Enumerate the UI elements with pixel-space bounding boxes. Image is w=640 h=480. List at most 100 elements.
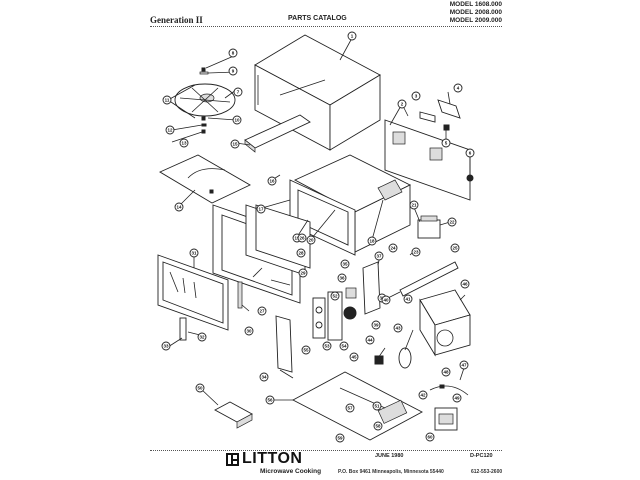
callout-7: 7 xyxy=(233,87,243,97)
callout-number: 2 xyxy=(401,102,404,107)
fan-housing-part xyxy=(419,289,471,357)
switch-bracket-part xyxy=(362,261,381,315)
callout-30: 30 xyxy=(244,326,254,336)
callout-number: 35 xyxy=(342,262,348,267)
outer-case-part xyxy=(254,34,381,151)
callout-27: 27 xyxy=(257,306,267,316)
callout-25: 25 xyxy=(450,243,460,253)
callout-number: 32 xyxy=(199,335,205,340)
brand-name: LITTON xyxy=(242,450,303,467)
callout-number: 52 xyxy=(332,294,338,299)
stirrer-blade-part xyxy=(174,67,236,134)
callout-50: 50 xyxy=(195,383,205,393)
callout-number: 37 xyxy=(376,254,382,259)
cavity-part xyxy=(293,154,412,253)
callout-9: 9 xyxy=(228,66,238,76)
callout-2: 2 xyxy=(397,99,407,109)
callout-15: 15 xyxy=(230,139,240,149)
callout-12: 12 xyxy=(165,125,175,135)
callout-number: 60 xyxy=(427,435,433,440)
callout-60: 60 xyxy=(425,432,435,442)
hinge-part xyxy=(179,317,187,341)
callout-number: 31 xyxy=(191,251,197,256)
callout-number: 48 xyxy=(443,370,449,375)
callout-10: 10 xyxy=(232,115,242,125)
callout-46: 46 xyxy=(460,279,470,289)
callout-16: 16 xyxy=(267,176,277,186)
door-panel-part xyxy=(157,254,229,331)
callout-39: 39 xyxy=(371,320,381,330)
model-number: MODEL 2008.000 xyxy=(449,9,502,16)
callout-number: 10 xyxy=(234,118,240,123)
callout-21: 21 xyxy=(409,200,419,210)
callout-58: 58 xyxy=(373,421,383,431)
callout-23: 23 xyxy=(411,247,421,257)
callout-number: 39 xyxy=(373,323,379,328)
callout-number: 46 xyxy=(462,282,468,287)
callout-number: 54 xyxy=(341,344,347,349)
control-panel-trim-part xyxy=(275,315,293,373)
callout-59: 59 xyxy=(335,433,345,443)
callout-number: 28 xyxy=(298,251,304,256)
callout-number: 3 xyxy=(415,94,418,99)
callout-number: 50 xyxy=(197,386,203,391)
series-title: Generation II xyxy=(150,15,203,25)
callout-1: 1 xyxy=(347,31,357,41)
cavity-front-part xyxy=(289,179,356,256)
callout-number: 17 xyxy=(258,207,264,212)
callout-48: 48 xyxy=(441,367,451,377)
callout-44: 44 xyxy=(365,335,375,345)
callout-18: 18 xyxy=(367,236,377,246)
callout-number: 36 xyxy=(339,276,345,281)
callout-number: 51 xyxy=(374,404,380,409)
fan-blade-part xyxy=(398,347,412,369)
litton-logo: LITTON xyxy=(226,450,303,467)
callout-22: 22 xyxy=(447,217,457,227)
callout-8: 8 xyxy=(228,48,238,58)
callout-number: 41 xyxy=(405,297,411,302)
footer-divider xyxy=(150,450,502,451)
callout-number: 43 xyxy=(395,326,401,331)
door-frame-part xyxy=(212,204,311,304)
callout-13: 13 xyxy=(179,138,189,148)
stirrer-cover-part xyxy=(159,154,251,204)
transformer-part xyxy=(434,407,458,431)
callout-number: 45 xyxy=(351,355,357,360)
callout-53: 53 xyxy=(322,341,332,351)
callout-57: 57 xyxy=(345,403,355,413)
callout-54: 54 xyxy=(339,341,349,351)
callout-number: 20 xyxy=(308,238,314,243)
callout-number: 19 xyxy=(294,236,300,241)
callout-number: 16 xyxy=(269,179,275,184)
callout-26: 26 xyxy=(297,233,307,243)
callout-number: 53 xyxy=(324,344,330,349)
document-code: D-PC120 xyxy=(470,453,493,459)
header-divider xyxy=(150,26,502,27)
callout-number: 47 xyxy=(461,363,467,368)
callout-40: 40 xyxy=(381,295,391,305)
callout-33: 33 xyxy=(161,341,171,351)
company-phone: 612-553-2600 xyxy=(471,469,503,475)
callout-number: 27 xyxy=(259,309,265,314)
door-latch-part xyxy=(237,281,243,309)
magnetron-part xyxy=(417,215,441,239)
callout-number: 6 xyxy=(469,151,472,156)
callout-31: 31 xyxy=(189,248,199,258)
callout-28: 28 xyxy=(296,248,306,258)
callout-52: 52 xyxy=(330,291,340,301)
callout-35: 35 xyxy=(340,259,350,269)
callout-number: 24 xyxy=(390,246,396,251)
callout-17: 17 xyxy=(256,204,266,214)
callout-number: 49 xyxy=(454,396,460,401)
brand-tagline: Microwave Cooking xyxy=(260,468,322,475)
company-address: P.O. Box 9461 Minneapolis, Minnesota 554… xyxy=(338,469,444,475)
model-list: MODEL 1608.000 MODEL 2008.000 MODEL 2009… xyxy=(420,1,502,25)
power-cord-block-part xyxy=(214,401,253,429)
callout-number: 11 xyxy=(165,98,170,103)
callout-number: 29 xyxy=(300,271,306,276)
callout-4: 4 xyxy=(453,83,463,93)
callout-3: 3 xyxy=(411,91,421,101)
callout-20: 20 xyxy=(306,235,316,245)
callout-6: 6 xyxy=(465,148,475,158)
callout-number: 40 xyxy=(383,298,389,303)
